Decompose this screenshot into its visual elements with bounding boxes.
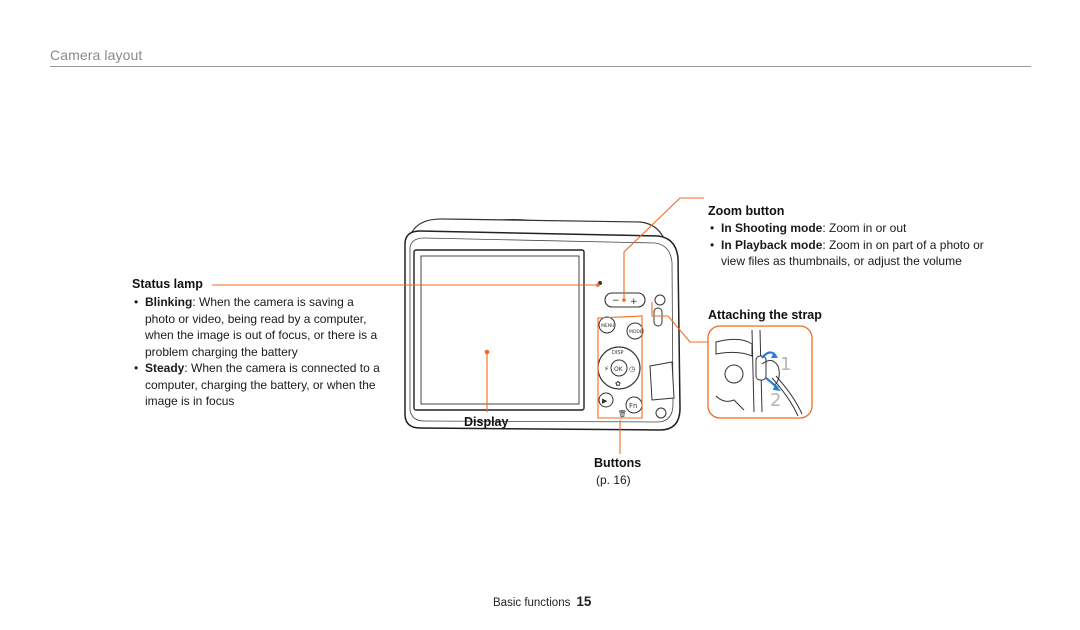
display-marker <box>484 349 490 355</box>
playback-button <box>598 392 614 408</box>
section-title: Camera layout <box>50 47 143 63</box>
svg-text:MENU: MENU <box>601 323 614 329</box>
title-rule <box>50 66 1031 67</box>
page-number: 15 <box>576 594 592 609</box>
ok-button <box>610 359 628 377</box>
zoom-button-title: Zoom button <box>708 204 785 218</box>
svg-text:Fn: Fn <box>629 402 637 410</box>
strap-step-2: 2 <box>770 390 781 411</box>
page-footer: Basic functions 15 <box>493 594 591 609</box>
svg-text:🗑: 🗑 <box>618 409 627 418</box>
footer-label: Basic functions <box>493 597 571 609</box>
callout-lines <box>212 197 712 454</box>
buttons-title: Buttons <box>594 456 642 470</box>
zoom-button-list: In Shooting mode: Zoom in or out In Play… <box>708 220 1008 270</box>
zoom-marker <box>622 298 626 302</box>
svg-text:⚡: ⚡ <box>604 365 609 373</box>
svg-text:✿: ✿ <box>615 380 621 388</box>
svg-text:+: + <box>630 297 638 307</box>
buttons-page-ref: (p. 16) <box>596 473 631 487</box>
status-lamp-bullet-steady: Steady: When the camera is connected to … <box>132 360 384 410</box>
status-lamp-title: Status lamp <box>132 277 203 291</box>
svg-text:DISP: DISP <box>612 350 624 356</box>
strap-eyelet <box>653 307 663 327</box>
menu-button <box>598 316 616 334</box>
svg-text:OK: OK <box>614 366 624 373</box>
svg-text:MODE: MODE <box>629 329 643 335</box>
svg-text:−: − <box>612 296 620 306</box>
zoom-bullet-shooting: In Shooting mode: Zoom in or out <box>708 220 1008 237</box>
svg-text:◷: ◷ <box>629 365 636 373</box>
mode-button <box>626 322 644 340</box>
status-lamp-list: Blinking: When the camera is saving a ph… <box>132 294 384 410</box>
status-lamp-bullet-blinking: Blinking: When the camera is saving a ph… <box>132 294 384 360</box>
display-title: Display <box>464 415 509 429</box>
strap-step-1: 1 <box>780 354 791 375</box>
svg-text:▶: ▶ <box>602 397 608 405</box>
zoom-bullet-playback: In Playback mode: Zoom in on part of a p… <box>708 237 1008 270</box>
strap-inset: 1 2 <box>707 325 813 419</box>
attaching-strap-title: Attaching the strap <box>708 308 822 322</box>
status-lamp-marker <box>596 283 600 287</box>
